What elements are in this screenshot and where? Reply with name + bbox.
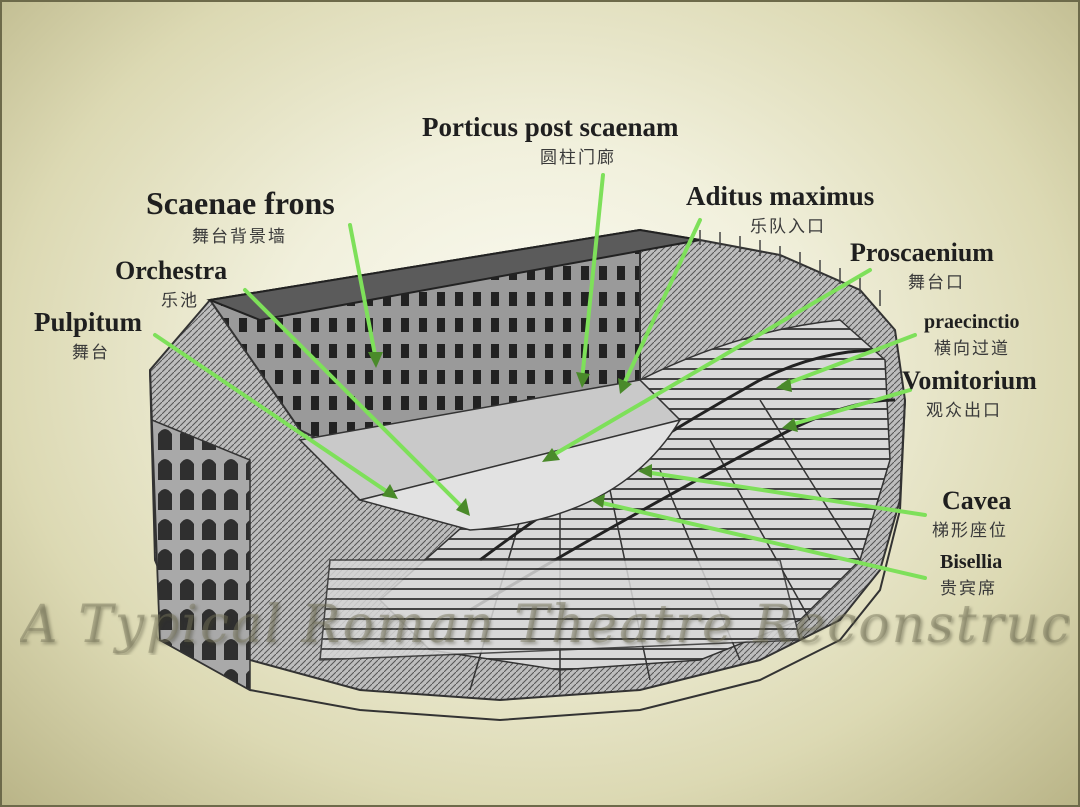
label-aditus-cn: 乐队入口 xyxy=(750,217,826,237)
label-orchestra-en: Orchestra xyxy=(115,256,228,285)
label-scaenae-cn: 舞台背景墙 xyxy=(192,227,287,247)
arrow-cavea xyxy=(643,470,927,517)
arrow-scaenae xyxy=(348,223,378,362)
label-praecinctio: praecinctio 横向过道 xyxy=(924,311,1020,359)
label-bisellia: Bisellia 贵宾席 xyxy=(940,551,1002,599)
label-praecinctio-en: praecinctio xyxy=(924,311,1020,333)
arrow-proscaenium xyxy=(546,268,872,460)
label-scaenae: Scaenae frons 舞台背景墙 xyxy=(146,185,335,247)
label-cavea: Cavea 梯形座位 xyxy=(932,486,1012,541)
label-proscaenium-cn: 舞台口 xyxy=(908,273,965,293)
arrow-orchestra xyxy=(243,288,467,512)
label-orchestra: Orchestra 乐池 xyxy=(115,256,227,311)
label-pulpitum-en: Pulpitum xyxy=(34,307,143,337)
arrow-bisellia xyxy=(596,500,927,580)
label-porticus: Porticus post scaenam 圆柱门廊 xyxy=(422,112,678,168)
label-vomitorium-cn: 观众出口 xyxy=(926,401,1002,421)
label-aditus: Aditus maximus 乐队入口 xyxy=(686,181,874,237)
label-proscaenium-en: Proscaenium xyxy=(850,238,994,267)
label-porticus-cn: 圆柱门廊 xyxy=(540,148,616,168)
label-scaenae-en: Scaenae frons xyxy=(146,185,335,221)
label-orchestra-cn: 乐池 xyxy=(161,291,199,311)
watermark-text: A Typical Roman Theatre Reconstructed, I… xyxy=(20,595,1070,655)
arrow-porticus xyxy=(580,173,605,382)
label-pulpitum: Pulpitum 舞台 xyxy=(34,307,142,363)
arrow-aditus xyxy=(620,218,702,390)
arrow-praecinctio xyxy=(781,333,917,387)
label-porticus-en: Porticus post scaenam xyxy=(422,112,679,142)
stage-building xyxy=(206,228,701,531)
arrow-vomitorium xyxy=(788,388,912,427)
label-vomitorium: Vomitorium 观众出口 xyxy=(902,366,1037,421)
top-colonnade xyxy=(699,230,881,306)
label-proscaenium: Proscaenium 舞台口 xyxy=(850,238,994,293)
label-bisellia-cn: 贵宾席 xyxy=(940,579,997,599)
label-vomitorium-en: Vomitorium xyxy=(902,366,1037,395)
label-bisellia-en: Bisellia xyxy=(940,551,1003,573)
arrow-pulpitum xyxy=(153,333,394,497)
pointer-arrows xyxy=(153,173,927,580)
label-praecinctio-cn: 横向过道 xyxy=(934,339,1010,359)
label-pulpitum-cn: 舞台 xyxy=(72,343,110,363)
label-cavea-en: Cavea xyxy=(942,486,1012,515)
label-cavea-cn: 梯形座位 xyxy=(932,521,1008,541)
label-aditus-en: Aditus maximus xyxy=(686,181,875,211)
